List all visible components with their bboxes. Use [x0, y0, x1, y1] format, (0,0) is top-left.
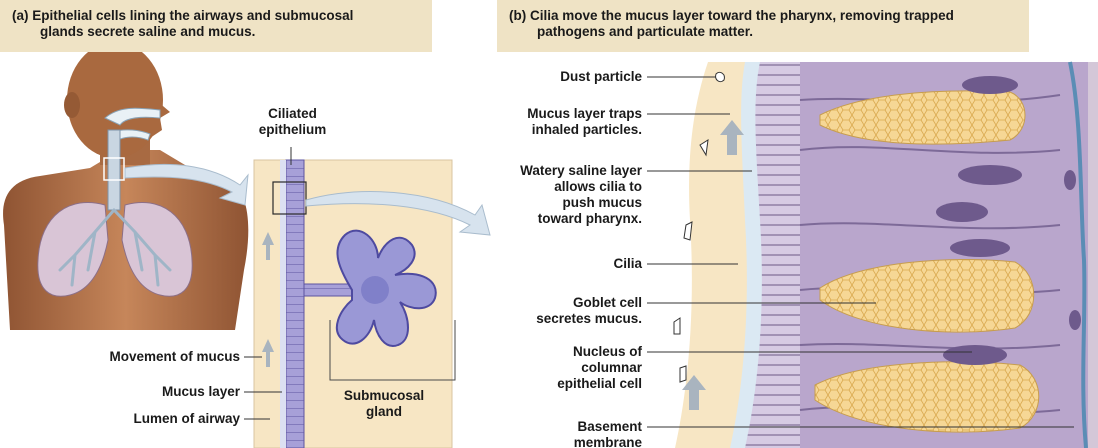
label-goblet-cell: Goblet cell secretes mucus.: [536, 295, 642, 326]
caption-panel-a: (a) Epithelial cells lining the airways …: [0, 0, 432, 52]
label-lumen-of-airway: Lumen of airway: [133, 411, 240, 426]
caption-panel-b: (b) Cilia move the mucus layer toward th…: [497, 0, 1029, 52]
human-torso-figure: [3, 42, 249, 330]
leaders-b: [647, 76, 1074, 428]
label-submucosal-gland: Submucosal gland: [343, 388, 425, 419]
label-basement-membrane: Basement membrane: [573, 419, 642, 448]
label-mucus-layer: Mucus layer: [161, 384, 240, 399]
caption-tag-b: (b): [509, 8, 527, 23]
caption-b-line2: pathogens and particulate matter.: [537, 24, 754, 39]
caption-b-line1: Cilia move the mucus layer toward the ph…: [530, 8, 954, 23]
zoom-arrow-a: [124, 163, 249, 206]
caption-tag-a: (a): [12, 8, 29, 23]
caption-a-line2: glands secrete saline and mucus.: [40, 24, 256, 39]
zoom-arrow-b: [305, 191, 491, 236]
label-ciliated-epithelium: Ciliated epithelium: [258, 106, 327, 137]
leaders-a: [244, 147, 292, 420]
label-nucleus-columnar-cell: Nucleus of columnar epithelial cell: [557, 344, 642, 391]
label-cilia: Cilia: [613, 256, 642, 271]
epithelium-detail-panel: [673, 61, 1098, 448]
caption-a-line1: Epithelial cells lining the airways and …: [32, 8, 354, 23]
label-mucus-layer-traps: Mucus layer traps inhaled particles.: [527, 106, 642, 137]
label-watery-saline-layer: Watery saline layer allows cilia to push…: [520, 163, 642, 226]
label-dust-particle: Dust particle: [560, 69, 642, 84]
label-movement-of-mucus: Movement of mucus: [109, 349, 240, 364]
